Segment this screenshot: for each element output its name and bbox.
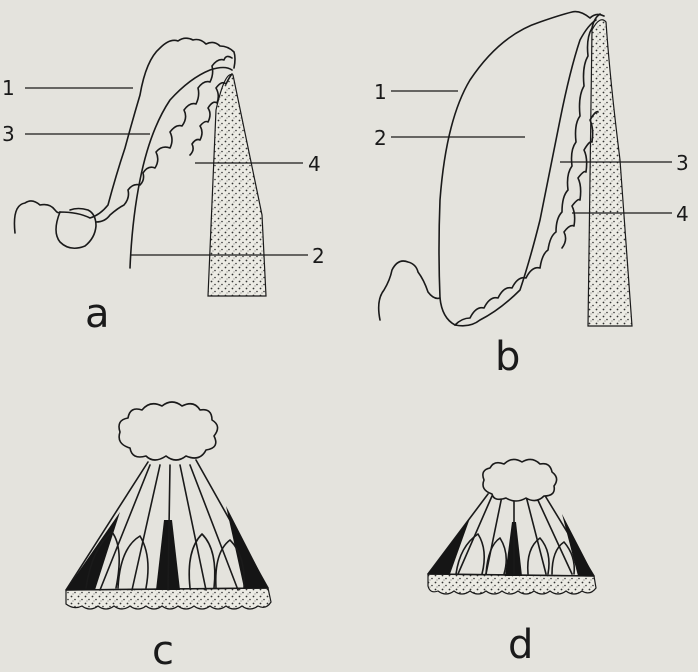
panel-d-cap <box>483 459 557 501</box>
panel-b: 1 2 3 4 b <box>374 12 689 380</box>
panel-c: c <box>66 402 271 672</box>
panel-a-label-1: 1 <box>2 76 15 100</box>
panel-a-letter: a <box>85 291 110 337</box>
panel-d: d <box>428 459 596 668</box>
panel-c-cap <box>119 402 218 460</box>
panel-c-base-band <box>66 588 271 609</box>
panel-b-label-4: 4 <box>676 202 689 226</box>
panel-b-label-1: 1 <box>374 80 387 104</box>
panel-d-letter: d <box>508 622 533 668</box>
panel-a-wavy-layer <box>96 56 232 222</box>
panel-d-base-band <box>428 574 596 594</box>
panel-b-label-2: 2 <box>374 126 387 150</box>
panel-b-letter: b <box>495 334 520 380</box>
panel-b-wavy-layer <box>455 14 600 325</box>
panel-a-label-3: 3 <box>2 122 15 146</box>
panel-a-stippled-column <box>208 74 266 296</box>
panel-b-outer-layer <box>379 12 604 320</box>
panel-c-letter: c <box>152 628 174 672</box>
panel-a-label-2: 2 <box>312 244 325 268</box>
panel-b-stippled-column <box>588 20 632 326</box>
panel-a-label-4: 4 <box>308 152 321 176</box>
panel-a: 1 3 4 2 a <box>2 38 325 337</box>
panel-a-basal-loop <box>56 209 96 249</box>
panel-b-label-3: 3 <box>676 151 689 175</box>
